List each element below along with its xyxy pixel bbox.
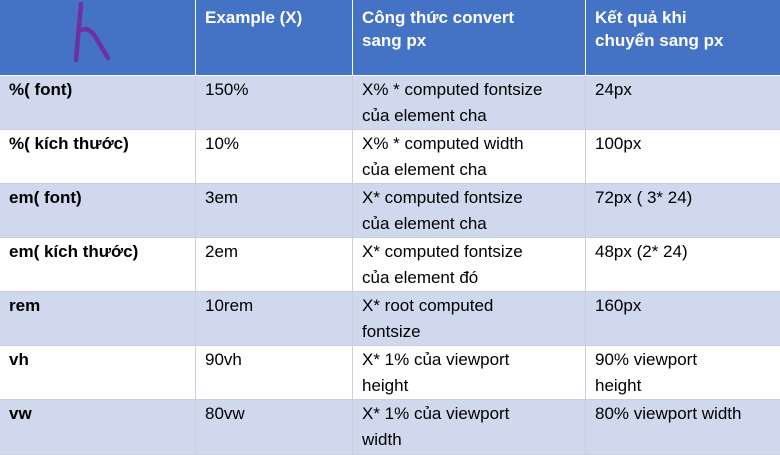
example-cell: 2em [196, 238, 353, 292]
cell-text: em( kích thước) [9, 242, 138, 261]
table-row: vh 90vh X* 1% của viewport height 90% viewp… [0, 346, 780, 400]
cell-text: 80% viewport width [595, 404, 741, 423]
cell-text: 24px [595, 80, 632, 99]
cell-text: 3em [205, 188, 238, 207]
formula-cell: X* root computed fontsize [353, 292, 586, 346]
cell-text: X% * computed fontsize của element cha [362, 80, 542, 125]
result-cell: 24px [586, 76, 780, 130]
example-cell: 90vh [196, 346, 353, 400]
cell-text: rem [9, 296, 40, 315]
result-cell: 90% viewport height [586, 346, 780, 400]
unit-cell: vh [0, 346, 196, 400]
cell-text: X* computed fontsize của element cha [362, 188, 523, 233]
header-row: Example (X) Công thức convert sang px Kế… [0, 0, 780, 76]
example-cell: 3em [196, 184, 353, 238]
cell-text: X% * computed width của element cha [362, 134, 524, 179]
cell-text: 150% [205, 80, 248, 99]
cell-text: 100px [595, 134, 641, 153]
cell-text: 90% viewport height [595, 350, 697, 395]
formula-cell: X% * computed fontsize của element cha [353, 76, 586, 130]
formula-cell: X* 1% của viewport height [353, 346, 586, 400]
cell-text: 10rem [205, 296, 253, 315]
h-logo-icon [68, 2, 114, 62]
result-cell: 100px [586, 130, 780, 184]
cell-text: X* 1% của viewport width [362, 404, 509, 449]
cell-text: X* 1% của viewport height [362, 350, 509, 395]
formula-cell: X% * computed width của element cha [353, 130, 586, 184]
cell-text: X* root computed fontsize [362, 296, 493, 341]
result-cell: 72px ( 3* 24) [586, 184, 780, 238]
formula-cell: X* computed fontsize của element cha [353, 184, 586, 238]
cell-text: vw [9, 404, 32, 423]
table-row: %( font) 150% X% * computed fontsize của e… [0, 76, 780, 130]
unit-cell: %( kích thước) [0, 130, 196, 184]
cell-text: 80vw [205, 404, 245, 423]
table-row: em( kích thước) 2em X* computed fontsize c… [0, 238, 780, 292]
result-cell: 80% viewport width [586, 400, 780, 455]
header-logo-cell [0, 0, 196, 76]
formula-cell: X* computed fontsize của element đó [353, 238, 586, 292]
cell-text: 2em [205, 242, 238, 261]
example-cell: 150% [196, 76, 353, 130]
table-row: rem 10rem X* root computed fontsize 160px [0, 292, 780, 346]
table-row: vw 80vw X* 1% của viewport width 80% viewpo… [0, 400, 780, 455]
example-cell: 10rem [196, 292, 353, 346]
cell-text: 160px [595, 296, 641, 315]
header-cell-formula: Công thức convert sang px [353, 0, 586, 76]
cell-text: 72px ( 3* 24) [595, 188, 692, 207]
cell-text: %( font) [9, 80, 72, 99]
table-row: em( font) 3em X* computed fontsize của ele… [0, 184, 780, 238]
header-cell-result: Kết quả khi chuyển sang px [586, 0, 780, 76]
result-cell: 160px [586, 292, 780, 346]
cell-text: %( kích thước) [9, 134, 129, 153]
formula-cell: X* 1% của viewport width [353, 400, 586, 455]
unit-cell: vw [0, 400, 196, 455]
cell-text: 90vh [205, 350, 242, 369]
cell-text: 10% [205, 134, 239, 153]
result-cell: 48px (2* 24) [586, 238, 780, 292]
header-cell-example: Example (X) [196, 0, 353, 76]
unit-cell: rem [0, 292, 196, 346]
unit-cell: em( font) [0, 184, 196, 238]
unit-cell: em( kích thước) [0, 238, 196, 292]
table-row: %( kích thước) 10% X% * computed width của… [0, 130, 780, 184]
example-cell: 10% [196, 130, 353, 184]
cell-text: 48px (2* 24) [595, 242, 688, 261]
cell-text: vh [9, 350, 29, 369]
example-cell: 80vw [196, 400, 353, 455]
cell-text: em( font) [9, 188, 82, 207]
cell-text: X* computed fontsize của element đó [362, 242, 523, 287]
unit-cell: %( font) [0, 76, 196, 130]
